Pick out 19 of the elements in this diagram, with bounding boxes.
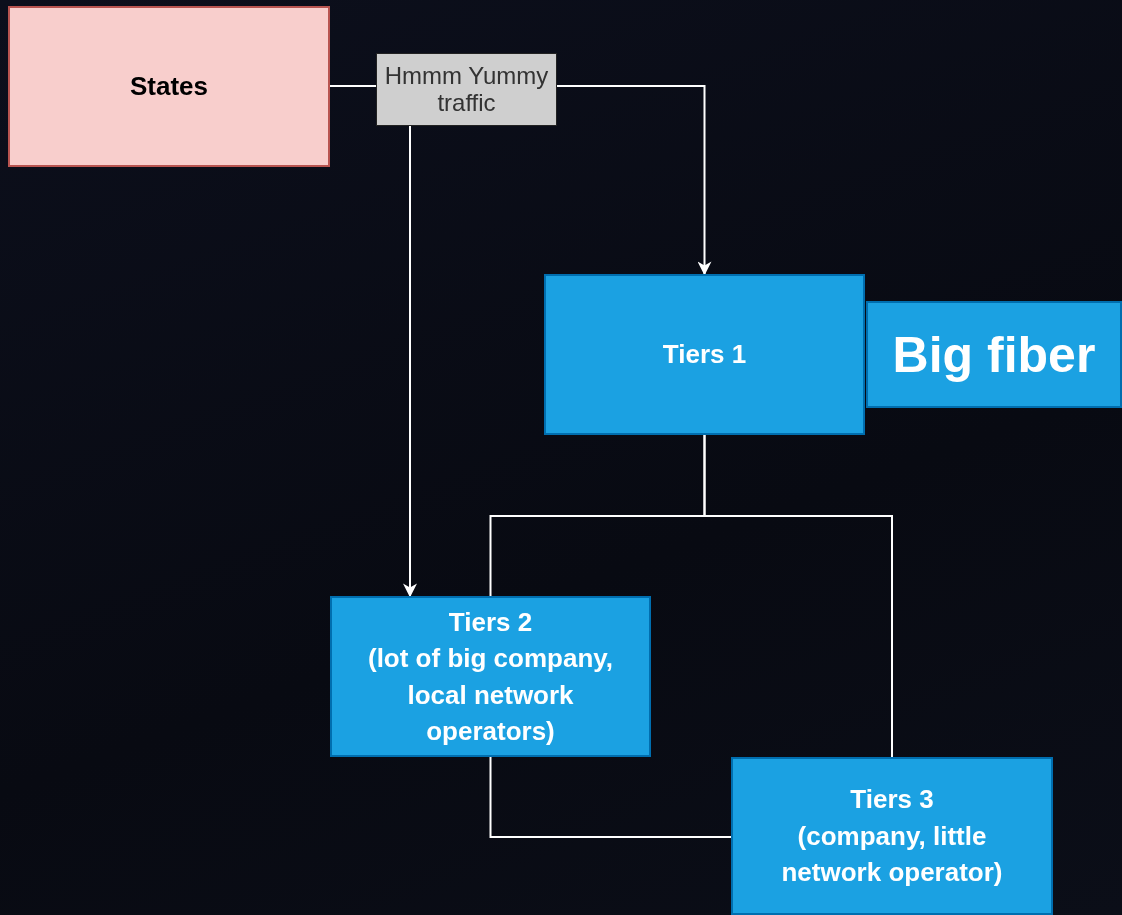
node-title: Tiers 1 [661,338,748,372]
node-title: Big fiber [891,325,1097,384]
connector [703,434,893,758]
tier-box [544,274,865,435]
connector [329,85,377,87]
tier-box [330,596,651,757]
node-description: (lot of big company, local network operators) [366,642,615,748]
node-title: States [128,71,209,102]
note-box [376,53,557,126]
node-description: (company, little network operator) [780,819,1004,890]
connector [403,125,417,598]
state-box [8,6,330,167]
tier-box [731,757,1053,915]
node-title: Tiers 3 [849,783,935,817]
node-title: Hmmm Yummy traffic [383,63,550,116]
banner-box [866,301,1122,408]
node-title: Tiers 2 [447,605,534,639]
connector [489,756,732,838]
connector [556,85,712,276]
